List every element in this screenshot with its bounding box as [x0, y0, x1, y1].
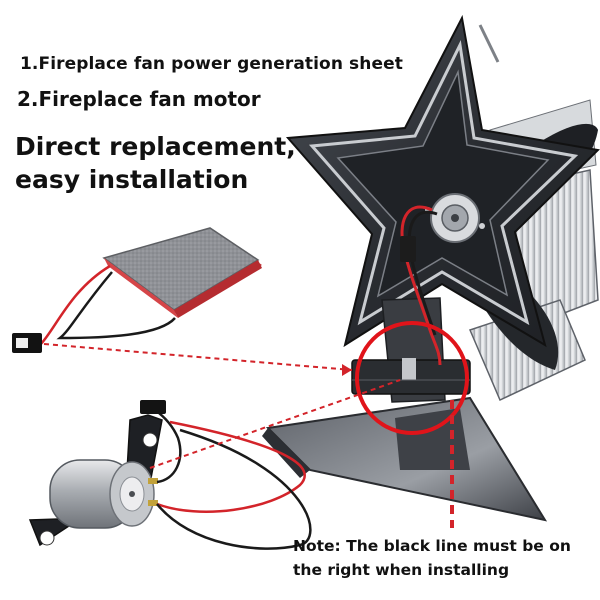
note-line-2: the right when installing [293, 561, 510, 579]
label-item-1: 1.Fireplace fan power generation sheet [20, 54, 403, 74]
fan-wires [400, 205, 442, 366]
pointer-line-motor [149, 379, 401, 469]
power-generation-sheet [102, 227, 262, 318]
headline: Direct replacement, easy installation [15, 130, 296, 196]
label-item-2: 2.Fireplace fan motor [17, 87, 261, 111]
sheet-wires [12, 264, 176, 353]
star-fan-body [285, 14, 600, 348]
motor-connector-icon [140, 400, 166, 414]
pointer-line-sheet [43, 343, 353, 371]
note-line-1: Note: The black line must be on [293, 537, 571, 555]
fan-motor-hub [425, 193, 485, 243]
headline-line-2: easy installation [15, 165, 249, 194]
installation-note: Note: The black line must be on the righ… [293, 534, 571, 582]
fan-motor [28, 414, 163, 547]
highlight-circle [355, 321, 469, 435]
motor-wires [140, 400, 312, 550]
fan-base [262, 396, 548, 522]
headline-line-1: Direct replacement, [15, 132, 296, 161]
